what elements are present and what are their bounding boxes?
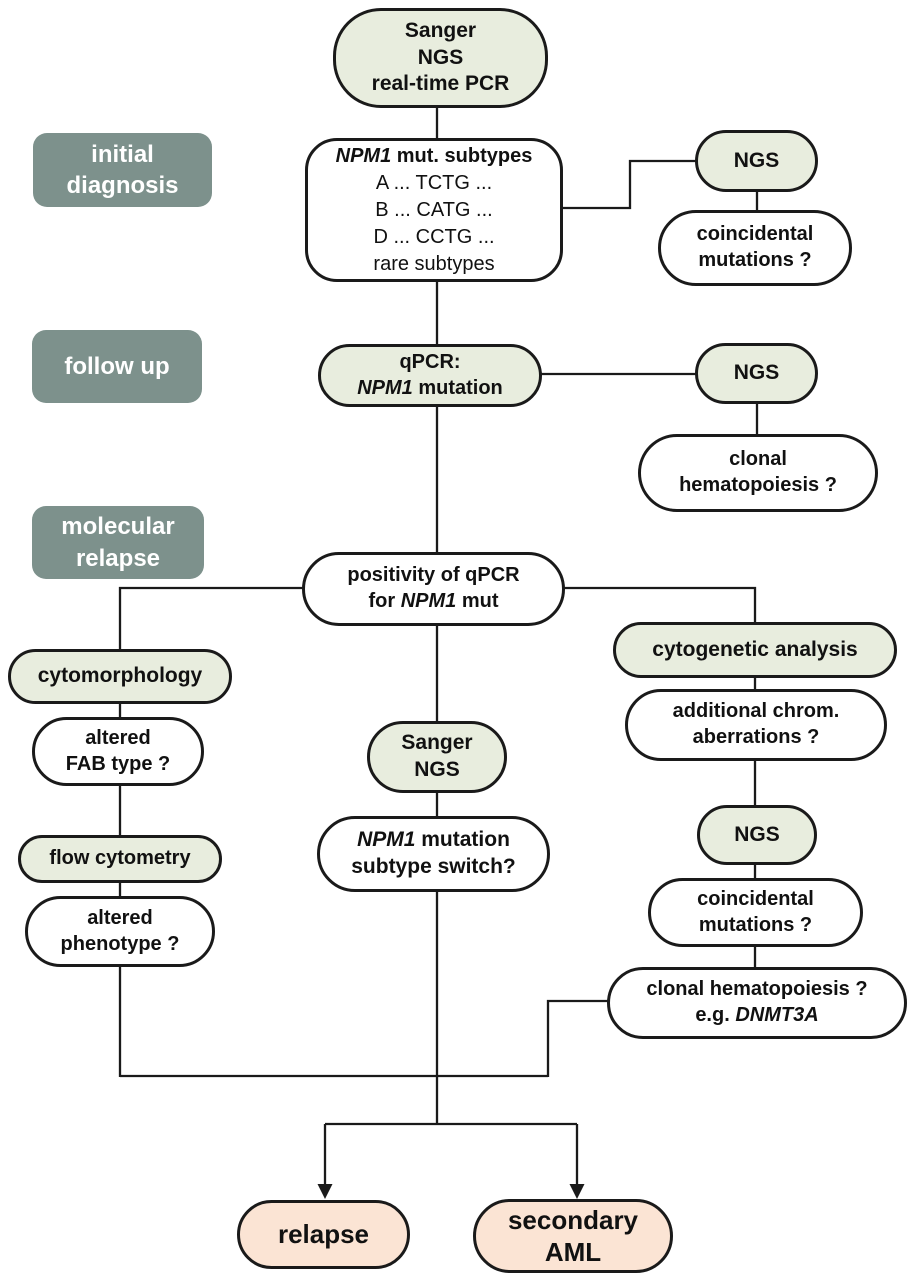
node-clonal-hematopoiesis-relapse: clonal hematopoiesis ? e.g. DNMT3A (607, 967, 907, 1039)
npm1-gene-italic: NPM1 (335, 144, 392, 167)
arrowhead-relapse (317, 1184, 333, 1199)
node-altered-fab-type: altered FAB type ? (32, 717, 204, 786)
node-coincidental-mutations-initial: coincidental mutations ? (658, 210, 852, 286)
stage-label-molecular-relapse-text: molecular relapse (61, 513, 175, 572)
node-subtype-switch-line2: subtype switch? (351, 855, 516, 878)
clonal-relapse-eg: e.g. (695, 1004, 736, 1026)
node-altered-phenotype-label: altered phenotype ? (60, 906, 180, 955)
node-ngs-relapse: NGS (697, 805, 817, 865)
connector-group (118, 106, 759, 1190)
switch-gene-rest: mutation (415, 828, 510, 852)
node-ngs-initial: NGS (695, 130, 818, 192)
switch-gene-italic: NPM1 (357, 828, 416, 852)
npm1-subtype-row-d: D ... CCTG ... (373, 225, 495, 248)
npm1-subtype-row-a: A ... TCTG ... (375, 171, 493, 194)
node-positivity-line2: for NPM1 mut (368, 589, 498, 615)
node-outcome-relapse: relapse (237, 1200, 410, 1269)
node-cytogenetic-analysis-label: cytogenetic analysis (652, 637, 858, 661)
node-cytomorphology-label: cytomorphology (37, 664, 203, 688)
node-cytogenetic-analysis: cytogenetic analysis (613, 622, 897, 678)
arrowheads (317, 1184, 585, 1199)
node-ngs-relapse-label: NGS (734, 822, 780, 846)
node-coincidental-mutations-relapse-label: coincidental mutations ? (697, 887, 814, 936)
arrowhead-secondary-aml (569, 1184, 585, 1199)
stage-label-initial-diagnosis-text: initial diagnosis (66, 140, 179, 199)
node-clonal-hematopoiesis-followup-label: clonal hematopoiesis ? (679, 448, 837, 496)
stage-label-molecular-relapse: molecular relapse (32, 506, 204, 579)
node-positivity-qpcr: positivity of qPCR for NPM1 mut (302, 552, 565, 626)
node-sanger-ngs: Sanger NGS (367, 721, 507, 793)
node-qpcr-npm1: qPCR: NPM1 mutation (318, 344, 542, 407)
node-clonal-relapse-line2: e.g. DNMT3A (695, 1003, 818, 1029)
npm1-subtype-row-b: B ... CATG ... (375, 198, 493, 221)
qpcr-gene-italic: NPM1 (357, 376, 413, 399)
positivity-gene-italic: NPM1 (400, 590, 457, 612)
dnmt3a-gene-italic: DNMT3A (735, 1004, 819, 1026)
node-ngs-initial-label: NGS (733, 148, 780, 172)
qpcr-gene-rest: mutation (412, 376, 503, 399)
node-altered-fab-type-label: altered FAB type ? (65, 726, 171, 775)
edge-positivity-to-cytogenetic (562, 586, 757, 626)
node-additional-chrom-aberrations-label: additional chrom. aberrations ? (672, 700, 840, 748)
node-npm1-subtypes: NPM1 mut. subtypes A ... TCTG ... B ... … (305, 138, 563, 282)
node-coincidental-mutations-initial-label: coincidental mutations ? (696, 223, 814, 271)
node-outcome-secondary-aml-label: secondary AML (507, 1204, 639, 1268)
node-clonal-relapse-line1: clonal hematopoiesis ? (646, 978, 868, 1001)
node-flow-cytometry: flow cytometry (18, 835, 222, 883)
positivity-line2-pre: for (368, 590, 401, 612)
node-subtype-switch-line1: NPM1 mutation (357, 827, 510, 854)
node-positivity-line1: positivity of qPCR (347, 564, 520, 587)
node-coincidental-mutations-relapse: coincidental mutations ? (648, 878, 863, 947)
node-subtype-switch: NPM1 mutation subtype switch? (317, 816, 550, 892)
node-methods-top: Sanger NGS real-time PCR (333, 8, 548, 108)
node-cytomorphology: cytomorphology (8, 649, 232, 704)
node-sanger-ngs-label: Sanger NGS (401, 731, 473, 781)
npm1-subtype-row-rare: rare subtypes (373, 252, 495, 275)
edge-subtypes-to-ngs1 (560, 159, 699, 210)
edge-clonal2-down (546, 999, 610, 1077)
node-clonal-hematopoiesis-followup: clonal hematopoiesis ? (638, 434, 878, 512)
node-npm1-subtypes-title: NPM1 mut. subtypes (336, 143, 533, 170)
node-flow-cytometry-label: flow cytometry (49, 847, 191, 870)
node-ngs-followup-label: NGS (733, 361, 780, 385)
node-additional-chrom-aberrations: additional chrom. aberrations ? (625, 689, 887, 761)
node-outcome-secondary-aml: secondary AML (473, 1199, 673, 1273)
node-ngs-followup: NGS (695, 343, 818, 404)
node-methods-top-label: Sanger NGS real-time PCR (371, 18, 510, 96)
stage-label-follow-up: follow up (32, 330, 202, 403)
node-outcome-relapse-label: relapse (277, 1219, 370, 1250)
node-qpcr-line1: qPCR: (399, 350, 461, 373)
edge-positivity-to-cytomorphology (118, 586, 306, 654)
stage-label-follow-up-text: follow up (64, 352, 170, 380)
positivity-line2-post: mut (456, 590, 499, 612)
stage-label-initial-diagnosis: initial diagnosis (33, 133, 212, 207)
node-qpcr-line2: NPM1 mutation (357, 376, 503, 402)
node-altered-phenotype: altered phenotype ? (25, 896, 215, 967)
npm1-title-rest: mut. subtypes (391, 144, 533, 167)
